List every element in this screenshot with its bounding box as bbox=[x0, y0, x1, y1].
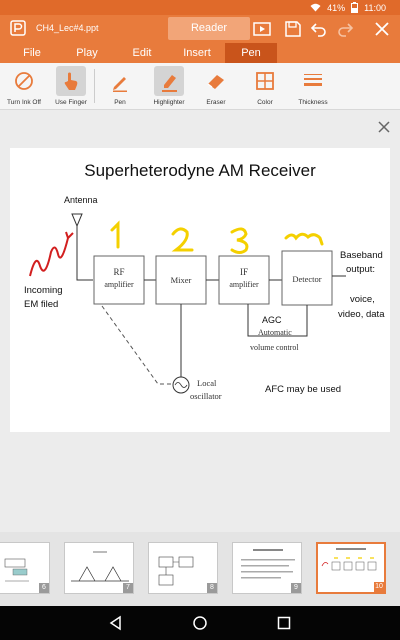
ink-yellow-3 bbox=[230, 227, 249, 254]
save-icon[interactable] bbox=[283, 19, 303, 39]
ink-yellow-2 bbox=[171, 227, 194, 252]
thumbnail-number: 6 bbox=[39, 583, 49, 593]
tool-label: Use Finger bbox=[55, 99, 87, 106]
slide-thumbnail-10[interactable]: 10 bbox=[316, 542, 386, 594]
detector-box bbox=[281, 250, 333, 306]
oscillator-label: oscillator bbox=[190, 391, 222, 401]
highlighter-icon bbox=[162, 75, 177, 92]
antenna-label: Antenna bbox=[64, 195, 98, 205]
rf-label: RF bbox=[113, 267, 124, 277]
tool-label: Eraser bbox=[206, 99, 226, 106]
incoming-label-2: EM filed bbox=[24, 299, 58, 310]
slide-thumbnail-8[interactable]: 8 bbox=[148, 542, 218, 594]
mixer-box bbox=[155, 255, 207, 305]
tool-color[interactable]: Color bbox=[243, 66, 287, 108]
battery-percent: 41% bbox=[327, 2, 346, 13]
finger-icon bbox=[64, 72, 78, 90]
slide-thumbnail-6[interactable]: 6 bbox=[0, 542, 50, 594]
thumbnail-preview bbox=[241, 549, 295, 579]
rf-sublabel: amplifier bbox=[104, 280, 134, 289]
thickness-icon bbox=[304, 74, 322, 86]
menu-pen[interactable]: Pen bbox=[225, 43, 277, 63]
afc-note: AFC may be used bbox=[265, 384, 341, 395]
thumbnail-preview bbox=[71, 551, 129, 582]
redo-icon[interactable] bbox=[335, 19, 355, 39]
tool-use-finger[interactable]: Use Finger bbox=[49, 66, 93, 108]
app-logo-icon[interactable] bbox=[10, 20, 26, 36]
close-document-icon[interactable] bbox=[372, 19, 392, 39]
ink-yellow-4 bbox=[284, 232, 324, 246]
baseband-output-label: output: bbox=[346, 264, 375, 275]
wifi-icon bbox=[310, 3, 321, 12]
reader-mode-button[interactable]: Reader bbox=[168, 17, 250, 40]
thumbnail-number: 7 bbox=[123, 583, 133, 593]
pen-toolbar: Turn Ink Off Use Finger Pen Highlighter bbox=[0, 63, 400, 110]
tool-pen[interactable]: Pen bbox=[98, 66, 142, 108]
tool-label: Thickness bbox=[298, 99, 328, 106]
mixer-label: Mixer bbox=[171, 275, 192, 285]
back-icon[interactable] bbox=[108, 615, 124, 631]
clock: 11:00 bbox=[364, 2, 386, 13]
video-data-label: video, data bbox=[338, 309, 385, 320]
menu-insert[interactable]: Insert bbox=[183, 47, 211, 59]
tool-label: Turn Ink Off bbox=[7, 99, 41, 106]
slide-diagram: Superheterodyne AM Receiver Antenna Inco… bbox=[24, 161, 385, 401]
thumbnail-preview bbox=[158, 556, 194, 586]
tool-label: Pen bbox=[114, 99, 126, 106]
slide-thumbnail-7[interactable]: 7 bbox=[64, 542, 134, 594]
thumbnail-number: 10 bbox=[374, 582, 384, 592]
thumbnail-number: 8 bbox=[207, 583, 217, 593]
agc-label: AGC bbox=[262, 315, 282, 325]
title-bar: CH4_Lec#4.ppt Reader bbox=[0, 15, 400, 43]
baseband-label: Baseband bbox=[340, 250, 383, 261]
recents-icon[interactable] bbox=[276, 615, 292, 631]
voice-label: voice, bbox=[350, 294, 375, 305]
battery-icon bbox=[351, 2, 359, 13]
tool-highlighter[interactable]: Highlighter bbox=[147, 66, 191, 108]
eraser-icon bbox=[207, 75, 224, 89]
tool-thickness[interactable]: Thickness bbox=[291, 66, 335, 108]
slide-thumbnail-9[interactable]: 9 bbox=[232, 542, 302, 594]
if-amplifier-box bbox=[218, 255, 270, 305]
status-bar: 41% 11:00 bbox=[0, 0, 400, 15]
toolbar-divider bbox=[94, 69, 95, 103]
ink-red-wave bbox=[29, 231, 74, 277]
tool-label: Highlighter bbox=[153, 99, 185, 106]
tool-label: Color bbox=[257, 99, 273, 106]
tool-eraser[interactable]: Eraser bbox=[194, 66, 238, 108]
local-label: Local bbox=[197, 378, 217, 388]
thumbnail-preview bbox=[4, 558, 29, 582]
menu-file[interactable]: File bbox=[23, 47, 41, 59]
pen-icon bbox=[113, 77, 127, 92]
document-title: CH4_Lec#4.ppt bbox=[36, 23, 99, 33]
close-panel-icon[interactable] bbox=[376, 119, 392, 135]
if-label: IF bbox=[240, 267, 248, 277]
system-nav-bar bbox=[0, 606, 400, 640]
slide-title: Superheterodyne AM Receiver bbox=[84, 161, 316, 180]
menu-bar: File Play Edit Insert Pen bbox=[0, 43, 400, 63]
menu-edit[interactable]: Edit bbox=[132, 47, 152, 59]
antenna-icon bbox=[71, 213, 93, 281]
menu-play[interactable]: Play bbox=[76, 47, 98, 59]
slide-canvas[interactable]: Superheterodyne AM Receiver Antenna Inco… bbox=[10, 148, 390, 432]
detector-label: Detector bbox=[292, 274, 321, 284]
volume-control-label: volume control bbox=[250, 343, 299, 352]
incoming-label-1: Incoming bbox=[24, 285, 63, 296]
tool-turn-ink-off[interactable]: Turn Ink Off bbox=[2, 66, 46, 108]
color-grid-icon bbox=[256, 72, 274, 90]
undo-icon[interactable] bbox=[309, 19, 329, 39]
thumbnail-preview bbox=[321, 548, 377, 571]
ink-yellow-1 bbox=[110, 220, 120, 249]
automatic-label: Automatic bbox=[258, 328, 292, 337]
if-sublabel: amplifier bbox=[229, 280, 259, 289]
play-slideshow-icon[interactable] bbox=[252, 19, 272, 39]
slide-thumbnail-strip: 6 7 8 9 bbox=[0, 532, 400, 606]
home-icon[interactable] bbox=[192, 615, 208, 631]
thumbnail-number: 9 bbox=[291, 583, 301, 593]
ink-off-icon bbox=[15, 72, 33, 90]
